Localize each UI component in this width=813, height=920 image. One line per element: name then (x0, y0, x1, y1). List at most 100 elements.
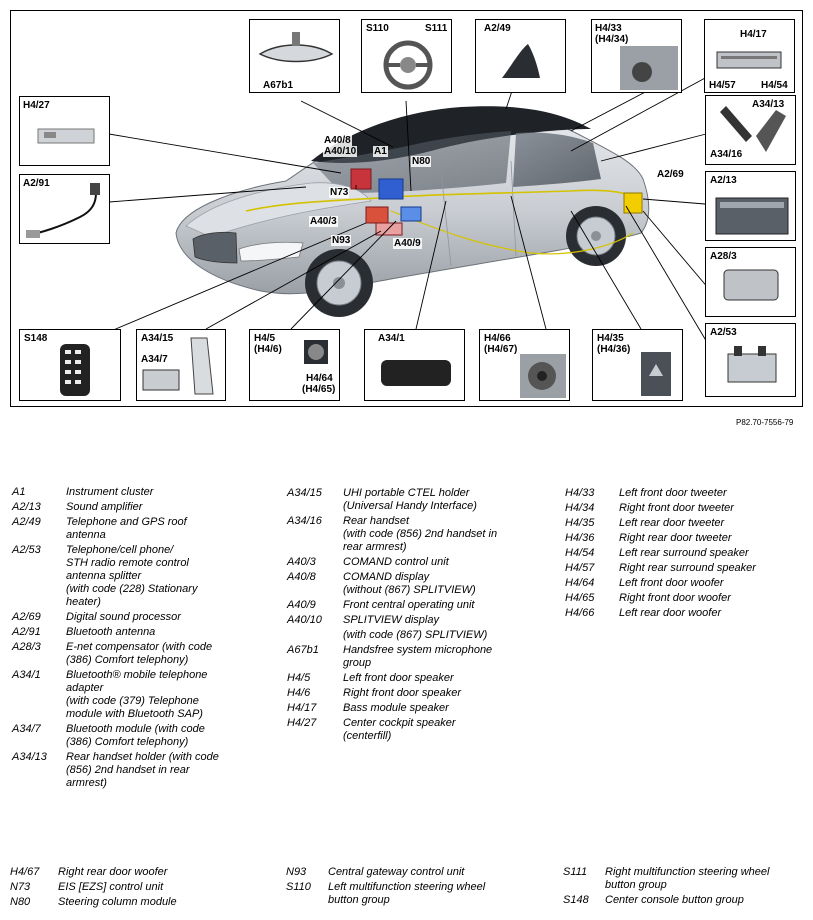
legend-code: H4/5 (287, 672, 311, 684)
legend-code: H4/67 (10, 866, 40, 878)
legend-code: H4/33 (565, 487, 595, 499)
callout-label: A2/53 (710, 327, 737, 338)
legend-description: armrest) (66, 777, 107, 789)
callout-label: H4/5 (254, 333, 276, 344)
part-label: N73 (329, 187, 350, 198)
sound-processor-module (623, 192, 643, 214)
callout-label: A28/3 (710, 251, 737, 262)
legend-code: H4/6 (287, 687, 311, 699)
comand-display-module (350, 168, 372, 190)
legend-description: Digital sound processor (66, 611, 181, 623)
callout-h4-66: H4/66 (H4/67) (479, 329, 570, 401)
door-tweeter-photo (620, 46, 678, 90)
legend-description: Left rear surround speaker (619, 547, 749, 559)
microphone-mirror-photo (258, 32, 334, 63)
callout-a2-49: A2/49 (475, 19, 566, 93)
legend-description: (with code (379) Telephone (66, 695, 199, 707)
callout-label: (H4/65) (302, 384, 336, 395)
legend-code: A2/53 (12, 544, 41, 556)
callout-a28-3: A28/3 (705, 247, 796, 317)
legend-code: N73 (10, 881, 31, 893)
part-label: A1 (373, 146, 388, 157)
legend-item: A40/10 SPLITVIEW display (287, 614, 557, 627)
legend-description: Left front door speaker (343, 672, 454, 684)
legend-description: Left front door woofer (619, 577, 724, 589)
legend-code: A34/1 (12, 669, 41, 681)
legend-code: A2/49 (12, 516, 41, 528)
legend-code: H4/54 (565, 547, 595, 559)
callout-s110-s111: S110 S111 (361, 19, 452, 93)
vehicle-illustration (108, 70, 719, 350)
legend-description: group (343, 657, 372, 669)
legend-description: COMAND display (343, 571, 430, 583)
callout-label: A34/13 (752, 99, 785, 110)
legend-code: A28/3 (12, 641, 41, 653)
part-label: N93 (331, 235, 352, 246)
legend-code: H4/64 (565, 577, 595, 589)
legend-description: (386) Comfort telephony) (66, 654, 189, 666)
legend-description: (with code (856) 2nd handset in (343, 528, 498, 540)
legend-code: A34/15 (287, 487, 322, 499)
callout-a2-13: A2/13 (705, 171, 796, 241)
legend-description: Handsfree system microphone (343, 644, 493, 656)
comand-control-module (375, 222, 403, 236)
legend-description: STH radio remote control (66, 557, 189, 569)
legend-item: (with code (867) SPLITVIEW) (287, 629, 557, 642)
legend-description: Right multifunction steering wheel (605, 866, 770, 878)
legend-description: Sound amplifier (66, 501, 143, 513)
part-label: A40/9 (393, 238, 422, 249)
callout-label: A2/49 (484, 23, 511, 34)
legend-description: (856) 2nd handset in rear (66, 764, 190, 776)
legend-item: H4/54 Left rear surround speaker (565, 547, 805, 560)
eis-module (365, 206, 389, 224)
car-side-window (513, 132, 601, 187)
legend-description: E-net compensator (with code (66, 641, 213, 653)
part-label: A40/3 (309, 216, 338, 227)
callout-label: H4/57 (709, 80, 736, 91)
legend-description: button group (605, 879, 667, 891)
legend-description: Right rear door tweeter (619, 532, 732, 544)
legend-description: Left rear door tweeter (619, 517, 725, 529)
callout-label: A2/91 (23, 178, 50, 189)
legend-description: Rear handset (343, 515, 410, 527)
legend-code: A40/8 (287, 571, 316, 583)
callout-label: A34/15 (141, 333, 174, 344)
legend-description: EIS [EZS] control unit (58, 881, 164, 893)
legend-description: rear armrest) (343, 541, 407, 553)
figure-id: P82.70-7556-79 (736, 418, 794, 427)
legend-code: A1 (12, 486, 26, 498)
leader-lines (108, 70, 719, 350)
gateway-module (400, 206, 422, 222)
callout-h4-33: H4/33 (H4/34) (591, 19, 682, 93)
callout-h4-35: H4/35 (H4/36) (592, 329, 683, 401)
legend-code: A40/10 (287, 614, 322, 626)
legend-description: Right rear surround speaker (619, 562, 756, 574)
legend-code: H4/35 (565, 517, 595, 529)
callout-a2-53: A2/53 (705, 323, 796, 397)
legend-description: Steering column module (58, 896, 177, 908)
legend-description: antenna (66, 529, 106, 541)
callout-label: (H4/67) (484, 344, 518, 355)
legend-description: Rear handset holder (with code (66, 751, 219, 763)
component-location-diagram: H4/27 A2/91 A67b1 S110 S111 A2/49 H4/33 … (10, 10, 803, 407)
part-label: N80 (411, 156, 432, 167)
legend-code: A67b1 (287, 644, 319, 656)
rear-door-woofer-photo (520, 354, 566, 398)
legend-description: SPLITVIEW display (343, 614, 439, 626)
legend-code: A2/91 (12, 626, 41, 638)
legend-description: Instrument cluster (66, 486, 154, 498)
